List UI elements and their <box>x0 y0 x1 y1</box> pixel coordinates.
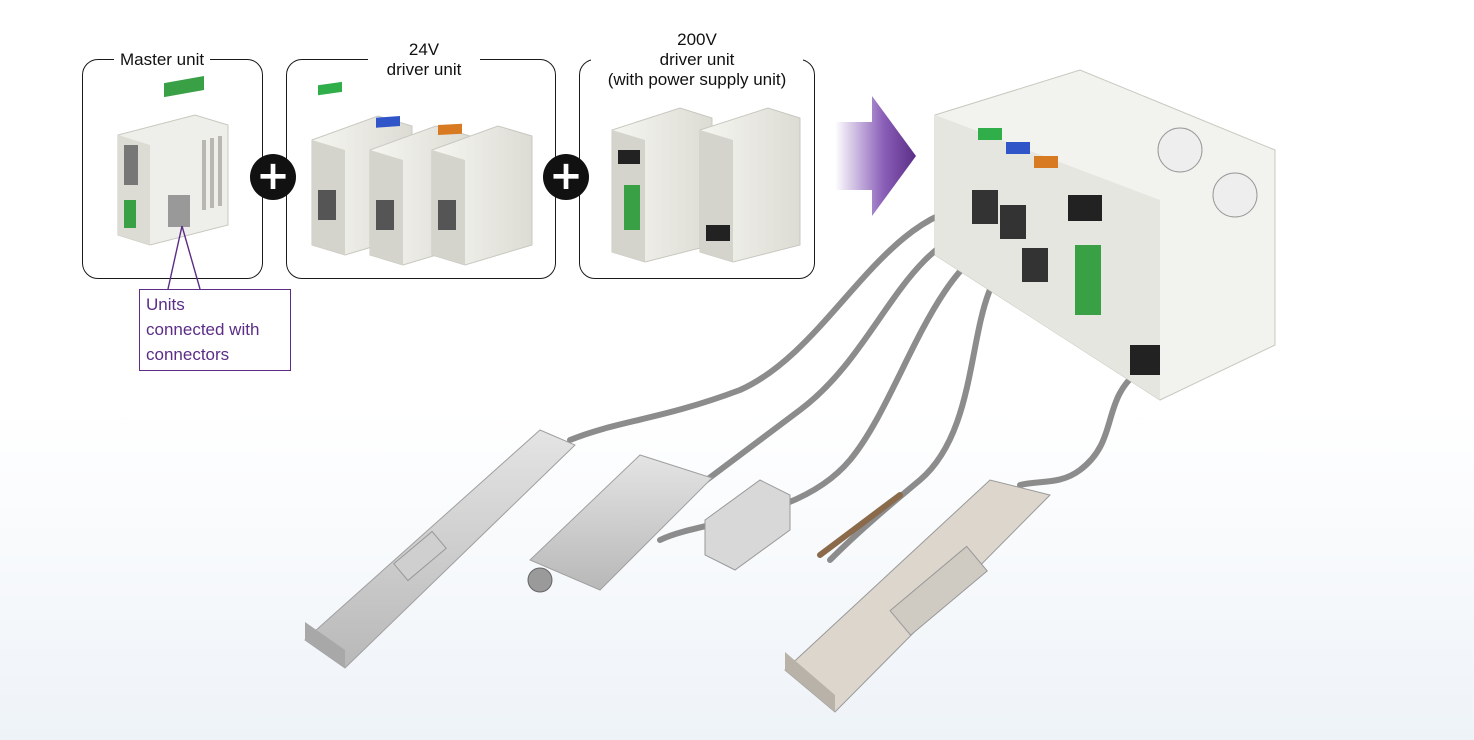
assembled-controller <box>934 69 1276 401</box>
driver-200v-title: 200V driver unit (with power supply unit… <box>591 30 803 90</box>
driver-24v-title: 24V driver unit <box>368 40 480 80</box>
master-unit-device <box>117 76 229 246</box>
plus-circle-icon: + <box>543 154 589 200</box>
connector-callout: Units connected with connectors <box>139 289 291 371</box>
driver-200v-devices <box>611 107 801 263</box>
driver-24v-devices <box>311 81 533 266</box>
plus-circle-icon: + <box>250 154 296 200</box>
master-unit-title: Master unit <box>114 50 211 70</box>
actuators <box>304 429 1051 713</box>
arrow-right-icon <box>835 96 916 216</box>
